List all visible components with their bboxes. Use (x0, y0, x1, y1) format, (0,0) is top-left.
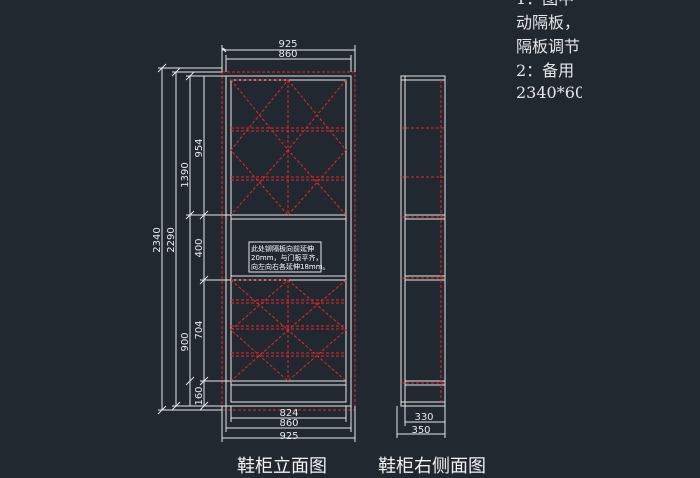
lower-door-swing (230, 279, 290, 382)
dim-top-925: 925 (278, 39, 297, 50)
side-outer-frame (400, 75, 446, 407)
note-line-3: 隔板调节 (516, 37, 581, 56)
dim-height-2290: 2290 (166, 227, 177, 252)
dim-side-350: 350 (411, 425, 430, 436)
dim-bottom-860: 860 (279, 418, 298, 429)
dim-height-704: 704 (194, 320, 205, 339)
hidden-lines-elevation (221, 71, 356, 411)
note-line-5: 2340*60 (516, 83, 582, 102)
dim-side-330: 330 (414, 412, 433, 423)
dim-height-900: 900 (180, 332, 191, 351)
dim-height-160: 160 (194, 386, 205, 405)
cabinet-outer-frame (225, 75, 352, 407)
left-dimensions (157, 63, 231, 415)
upper-door-swing-left (230, 79, 290, 216)
annotation-line-2: 20mm，与门板平齐， (251, 253, 323, 262)
side-view (400, 75, 446, 407)
annotation-box: 此处铆隔板向前延伸 20mm，与门板平齐， 向左向右各延伸18mm。 (248, 241, 330, 273)
note-line-4: 2：备用 (516, 61, 575, 80)
note-line-2: 动隔板， (516, 13, 581, 32)
hidden-lines-side (401, 80, 445, 402)
note-line-1: 1：图中 (516, 0, 574, 10)
upper-door-swing-right (287, 79, 347, 216)
side-dimensions (396, 406, 446, 438)
caption-elevation: 鞋柜立面图 (237, 456, 327, 477)
dim-height-400: 400 (194, 238, 205, 257)
dim-bottom-824: 824 (279, 408, 298, 419)
dim-top-860: 860 (278, 49, 297, 60)
annotation-line-3: 向左向右各延伸18mm。 (251, 262, 330, 271)
bottom-dimensions (221, 406, 356, 442)
annotation-line-1: 此处铆隔板向前延伸 (251, 244, 314, 253)
dim-bottom-925: 925 (279, 431, 298, 442)
caption-side: 鞋柜右侧面图 (378, 456, 486, 477)
dim-height-2340: 2340 (152, 227, 163, 252)
dim-height-1390: 1390 (180, 162, 191, 187)
dim-height-954: 954 (194, 138, 205, 157)
